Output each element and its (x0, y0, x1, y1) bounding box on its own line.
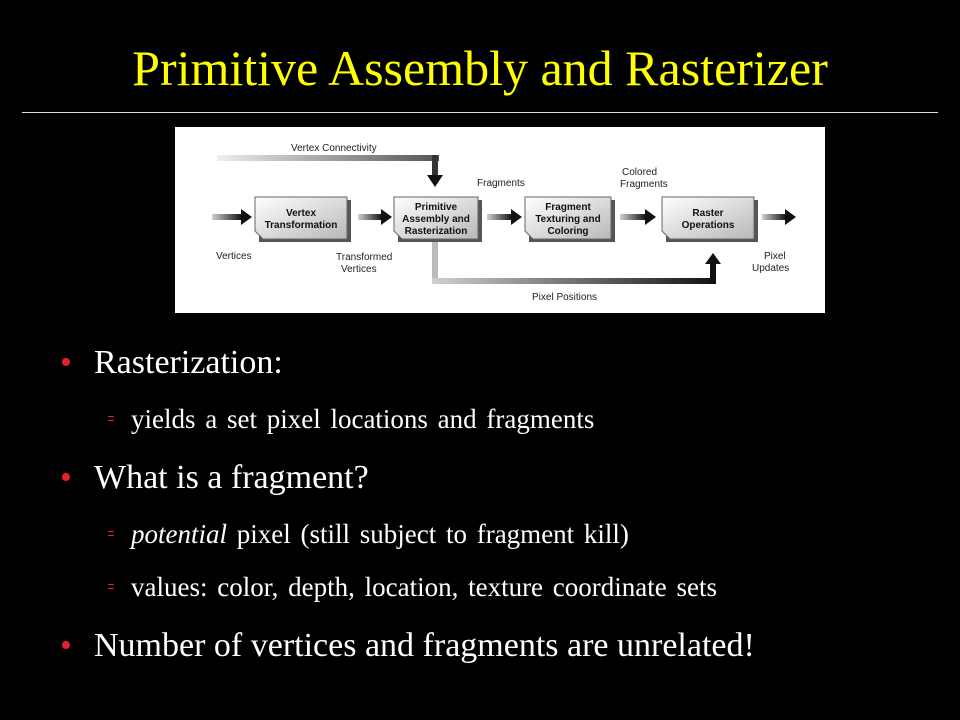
sub-bullet-marker (108, 531, 114, 536)
svg-text:Texturing and: Texturing and (535, 214, 600, 225)
flow-arrow-4 (620, 209, 656, 225)
flow-arrow-3 (487, 209, 522, 225)
svg-text:Coloring: Coloring (547, 226, 588, 237)
label-colored-1: Colored (622, 167, 657, 178)
title-divider (22, 112, 938, 113)
pipeline-diagram: Vertex Connectivity Pixel Positions (175, 127, 825, 313)
sub-bullet-marker (108, 416, 114, 421)
slide-title: Primitive Assembly and Rasterizer (132, 40, 828, 96)
svg-text:Primitive: Primitive (415, 202, 458, 213)
label-vertex-connectivity: Vertex Connectivity (291, 143, 377, 154)
flow-arrow-out (762, 209, 796, 225)
vertex-connectivity-arrow (217, 155, 443, 187)
flow-arrow-in (212, 209, 252, 225)
svg-text:Vertex: Vertex (286, 208, 316, 219)
stage-raster-operations: Raster Operations (661, 196, 758, 242)
label-pixel-positions: Pixel Positions (532, 292, 597, 303)
bullet-dot: • (60, 344, 72, 381)
label-transformed-2: Vertices (341, 264, 377, 275)
bullet-dot: • (60, 627, 72, 664)
svg-text:Assembly and: Assembly and (402, 214, 470, 225)
label-pixel-updates-1: Pixel (764, 251, 786, 262)
svg-text:Operations: Operations (682, 220, 735, 231)
sub-bullet-marker (108, 584, 114, 589)
label-transformed-1: Transformed (336, 252, 392, 263)
svg-text:Rasterization: Rasterization (405, 226, 468, 237)
bullet-dot: • (60, 459, 72, 496)
svg-text:Transformation: Transformation (265, 220, 338, 231)
pixel-positions-arrow (432, 240, 721, 284)
label-fragments: Fragments (477, 178, 525, 189)
stage-primitive-assembly: Primitive Assembly and Rasterization (393, 196, 482, 242)
label-vertices: Vertices (216, 251, 252, 262)
flow-arrow-2 (358, 209, 392, 225)
label-colored-2: Fragments (620, 179, 668, 190)
stage-fragment-texturing: Fragment Texturing and Coloring (524, 196, 615, 242)
stage-vertex-transformation: Vertex Transformation (254, 196, 351, 242)
svg-text:Fragment: Fragment (545, 202, 591, 213)
label-pixel-updates-2: Updates (752, 263, 789, 274)
svg-text:Raster: Raster (692, 208, 723, 219)
